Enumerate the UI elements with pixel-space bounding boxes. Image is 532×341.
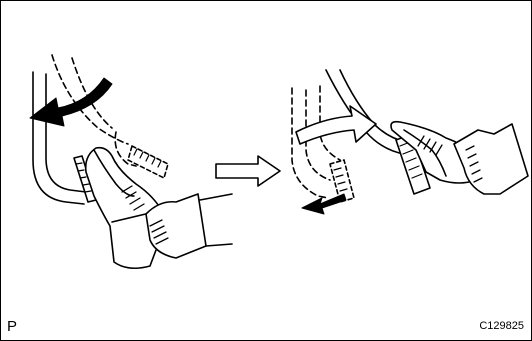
- corner-mark: P: [7, 318, 18, 335]
- hollow-curved-arrow: [295, 105, 377, 145]
- pedal-arm-solid-inner: [45, 73, 87, 193]
- right-shoe: [390, 120, 529, 195]
- pedal-pad-dashed: [329, 159, 355, 203]
- solid-black-curved-arrow: [29, 77, 113, 127]
- hollow-right-arrow: [215, 155, 281, 187]
- pedal-pad-dashed-ridges: [333, 167, 348, 192]
- shoe-laces: [417, 135, 443, 156]
- left-shoe: [84, 146, 233, 270]
- right-panel: [291, 69, 529, 215]
- left-panel: [29, 54, 233, 270]
- small-black-arrow: [301, 193, 347, 215]
- pedal-arm-dashed: [305, 89, 331, 181]
- pedal-pad-dashed: [127, 145, 169, 179]
- pedal-arm-dashed: [114, 131, 137, 167]
- pedal-pad-dashed-ridges: [133, 148, 162, 168]
- shoe-laces: [121, 185, 145, 211]
- figure-code: C129825: [479, 320, 524, 332]
- pedal-arm-dashed: [51, 54, 129, 145]
- pedal-arm-dashed: [291, 87, 329, 199]
- pedal-arm-solid: [32, 71, 85, 205]
